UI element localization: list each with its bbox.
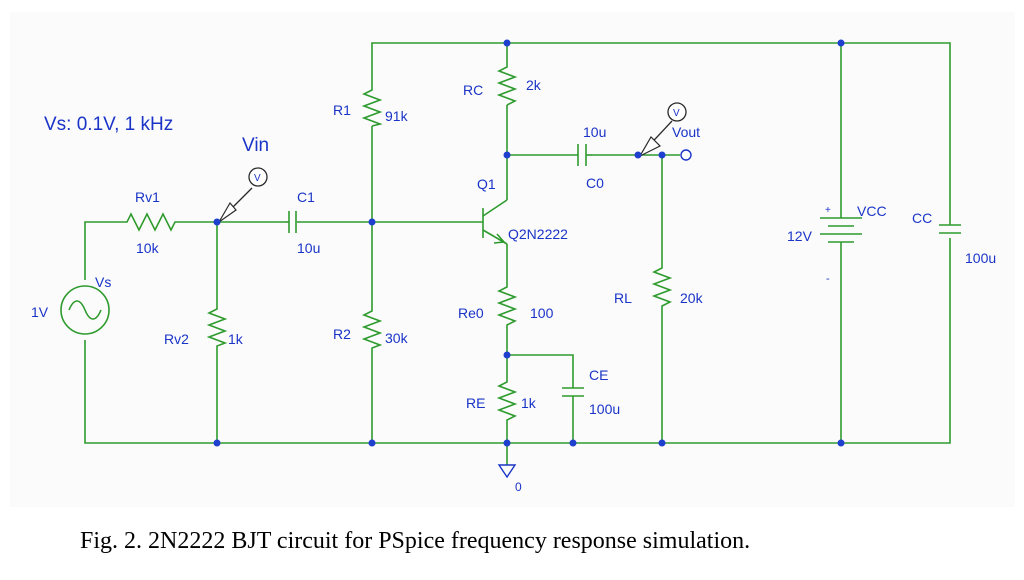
re0-resistor-symbol bbox=[496, 283, 518, 327]
c1-capacitor-symbol bbox=[285, 211, 297, 233]
source-note-label: Vs: 0.1V, 1 kHz bbox=[44, 114, 173, 135]
junction-dot bbox=[837, 39, 845, 47]
ground-label: 0 bbox=[515, 480, 522, 494]
rc-resistor-symbol bbox=[496, 63, 518, 106]
vcc-plus-label: + bbox=[825, 205, 831, 216]
re0-value-label: 100 bbox=[530, 305, 554, 321]
figure-caption: Fig. 2. 2N2222 BJT circuit for PSpice fr… bbox=[80, 528, 751, 554]
vs-source-symbol bbox=[60, 285, 110, 335]
rl-name-label: RL bbox=[614, 290, 632, 306]
vcc-battery-symbol bbox=[820, 217, 862, 258]
junction-dot bbox=[569, 439, 577, 447]
vin-probe-glyph: V bbox=[254, 173, 261, 184]
vout-probe: V bbox=[638, 102, 687, 158]
ce-top-wire bbox=[507, 354, 574, 388]
output-terminal-symbol bbox=[680, 149, 692, 161]
c1-name-label: C1 bbox=[297, 189, 315, 205]
vin-label: Vin bbox=[242, 135, 269, 156]
q1-transistor-symbol bbox=[482, 199, 508, 245]
junction-dot bbox=[213, 218, 221, 226]
ce-name-label: CE bbox=[589, 367, 608, 383]
re-value-label: 1k bbox=[521, 395, 537, 411]
top-rail-wire bbox=[371, 42, 951, 205]
rv2-resistor-symbol bbox=[206, 305, 228, 350]
ground-symbol bbox=[497, 464, 517, 479]
c0-value-label: 10u bbox=[583, 124, 606, 140]
re0-name-label: Re0 bbox=[458, 305, 484, 321]
bottom-rail-wire bbox=[84, 238, 951, 444]
c0-capacitor-symbol bbox=[577, 144, 592, 166]
rv2-value-label: 1k bbox=[228, 331, 244, 347]
junction-dot bbox=[837, 439, 845, 447]
cc-name-label: CC bbox=[912, 210, 932, 226]
junction-dot bbox=[658, 439, 666, 447]
r2-resistor-symbol bbox=[361, 307, 383, 350]
r2-name-label: R2 bbox=[333, 326, 351, 342]
labels: Vs: 0.1V, 1 kHz Vin Vs 1V Rv1 10k Rv2 1k… bbox=[31, 77, 996, 494]
vin-probe: V bbox=[218, 167, 268, 223]
vout-label: Vout bbox=[672, 124, 700, 140]
rv1-name-label: Rv1 bbox=[135, 189, 160, 205]
vs-name-label: Vs bbox=[95, 274, 111, 290]
rc-value-label: 2k bbox=[526, 77, 542, 93]
c0-name-label: C0 bbox=[586, 175, 604, 191]
junction-dot bbox=[634, 151, 642, 159]
ce-capacitor-symbol bbox=[562, 387, 584, 400]
re-name-label: RE bbox=[466, 395, 485, 411]
cc-capacitor-symbol bbox=[939, 205, 961, 234]
cc-value-label: 100u bbox=[965, 250, 996, 266]
junction-dots bbox=[213, 39, 845, 447]
vcc-value-label: 12V bbox=[787, 228, 813, 244]
vcc-minus-label: - bbox=[826, 273, 830, 285]
rv1-resistor-symbol bbox=[120, 212, 180, 232]
junction-dot bbox=[503, 39, 511, 47]
junction-dot bbox=[658, 151, 666, 159]
c1-value-label: 10u bbox=[297, 240, 320, 256]
rv2-name-label: Rv2 bbox=[164, 331, 189, 347]
junction-dot bbox=[368, 218, 376, 226]
q1-name-label: Q1 bbox=[477, 176, 496, 192]
junction-dot bbox=[503, 351, 511, 359]
schematic-background bbox=[10, 12, 1015, 507]
vs-value-label: 1V bbox=[31, 304, 49, 320]
r2-value-label: 30k bbox=[385, 330, 409, 346]
junction-dot bbox=[213, 439, 221, 447]
junction-dot bbox=[503, 151, 511, 159]
vout-probe-glyph: V bbox=[673, 108, 680, 119]
rl-value-label: 20k bbox=[680, 290, 704, 306]
rc-name-label: RC bbox=[463, 82, 483, 98]
vcc-name-label: VCC bbox=[857, 203, 887, 219]
r1-value-label: 91k bbox=[385, 108, 409, 124]
vs-top-wire bbox=[84, 221, 120, 280]
ce-value-label: 100u bbox=[589, 401, 620, 417]
junction-dot bbox=[503, 439, 511, 447]
junction-dot bbox=[368, 439, 376, 447]
circuit-schematic: V V Vs: 0.1V, 1 kHz V bbox=[31, 39, 996, 494]
re-resistor-symbol bbox=[496, 378, 518, 422]
rl-resistor-symbol bbox=[651, 262, 673, 310]
r1-resistor-symbol bbox=[361, 86, 383, 127]
r1-name-label: R1 bbox=[333, 102, 351, 118]
rv1-value-label: 10k bbox=[136, 240, 160, 256]
q1-value-label: Q2N2222 bbox=[508, 226, 568, 242]
wires bbox=[84, 42, 951, 465]
